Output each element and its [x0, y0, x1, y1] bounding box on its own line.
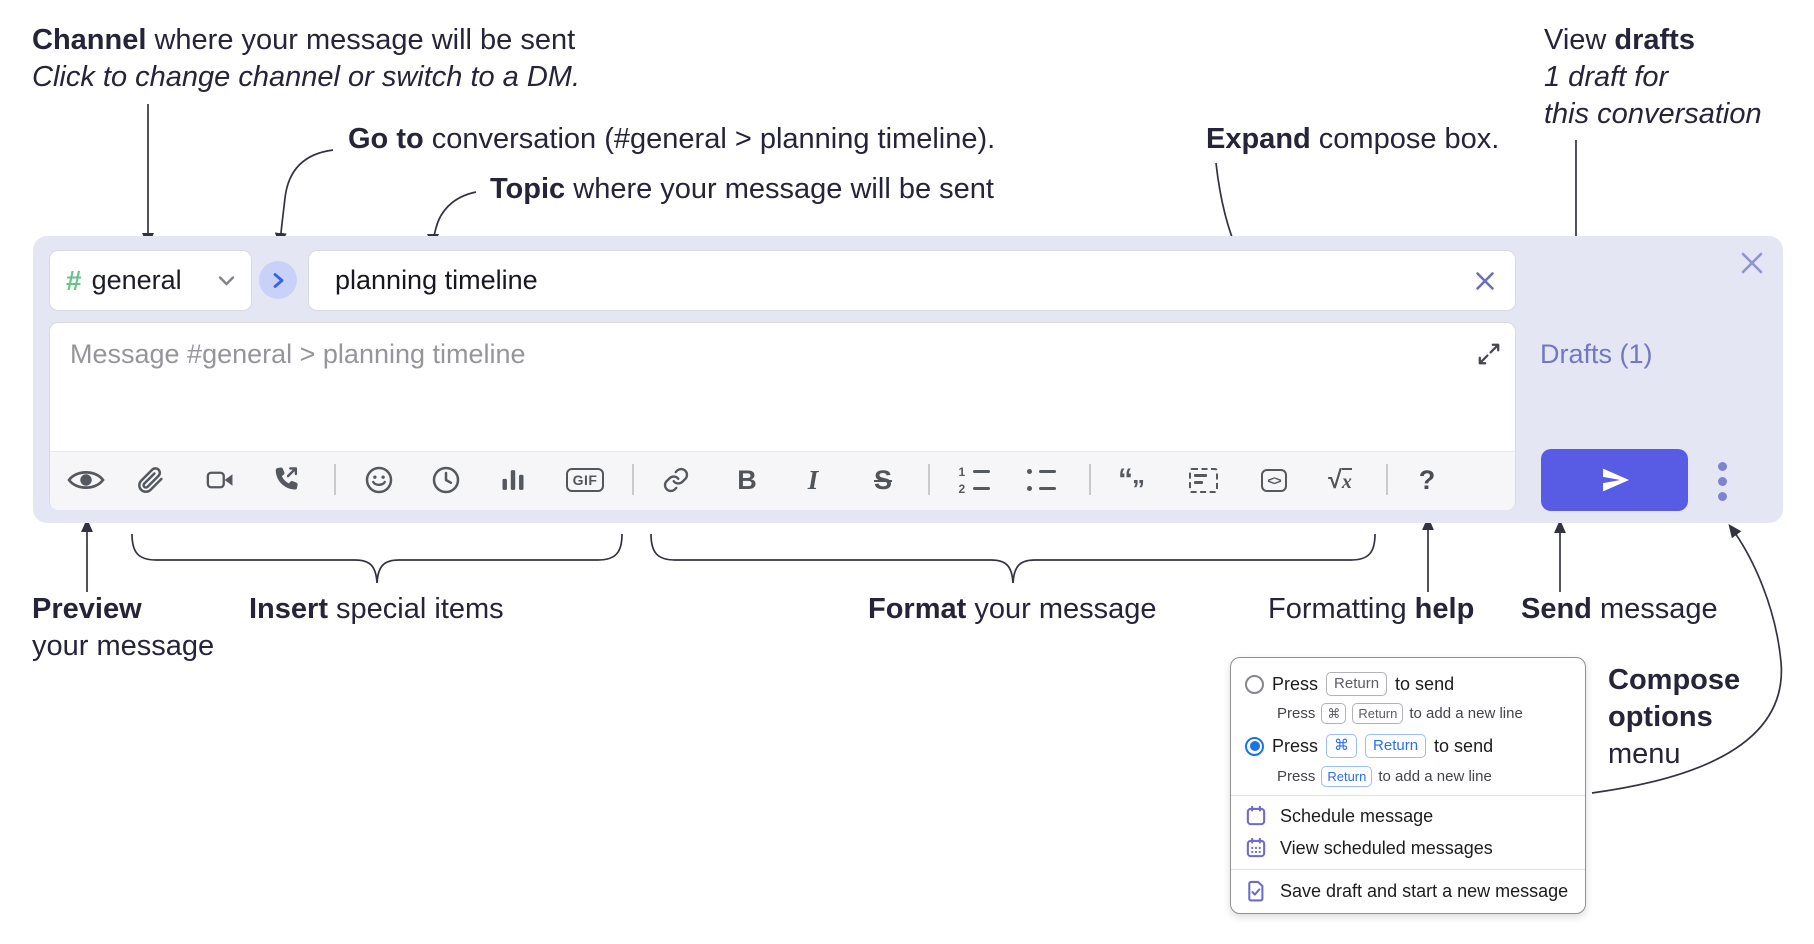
annotation-topic: Topic where your message will be sent: [490, 173, 994, 205]
draft-check-icon: [1248, 880, 1264, 902]
cmd-keycap: ⌘: [1321, 703, 1347, 724]
channel-name: general: [91, 265, 182, 295]
channel-selector[interactable]: # general: [49, 250, 252, 311]
inline-code-button[interactable]: <>: [1251, 457, 1297, 503]
formatting-toolbar: [50, 451, 1515, 510]
annotation-send: Send message: [1521, 593, 1718, 625]
cmd-return-to-send-hint: Press Return to add a new line: [1277, 766, 1492, 787]
video-clip-button[interactable]: [197, 457, 243, 503]
annotation-view-drafts: View drafts 1 draft for this conversatio…: [1544, 24, 1762, 130]
blockquote-button[interactable]: “ ”: [1112, 457, 1158, 505]
link-button[interactable]: [653, 457, 699, 503]
radio-unselected-icon[interactable]: [1245, 674, 1264, 694]
cmd-keycap: ⌘: [1326, 734, 1358, 758]
schedule-message-item[interactable]: Schedule message: [1245, 805, 1433, 827]
bar-chart-icon: [502, 470, 524, 490]
ordered-list-button[interactable]: 1 2: [951, 457, 997, 503]
kebab-dots-icon: [1717, 461, 1727, 471]
formula-button[interactable]: √x: [1317, 457, 1363, 503]
code-block-button[interactable]: [1180, 457, 1226, 503]
compose-options-menu: Press Return to send Press ⌘ Return to a…: [1230, 657, 1586, 914]
topic-input[interactable]: planning timeline: [308, 250, 1516, 311]
eye-icon: [67, 471, 105, 489]
clear-topic-icon[interactable]: [1473, 269, 1497, 293]
send-plane-icon: [1602, 468, 1629, 492]
formatting-help-button[interactable]: ?: [1404, 457, 1450, 503]
attach-file-button[interactable]: [128, 457, 174, 503]
paperclip-icon: [138, 467, 163, 493]
chevron-down-icon: [218, 275, 235, 285]
code-icon: <>: [1261, 468, 1287, 492]
smiley-icon: [365, 466, 393, 494]
format-brace: [650, 533, 1376, 584]
message-placeholder: Message #general > planning timeline: [70, 339, 526, 369]
link-icon: [663, 467, 689, 493]
quote-icon: “ ”: [1118, 463, 1145, 505]
question-mark-icon: ?: [1418, 464, 1436, 495]
toolbar-divider: [334, 464, 336, 495]
menu-divider: [1231, 869, 1585, 870]
bulleted-list-icon: [1025, 467, 1056, 494]
audio-clip-button[interactable]: [262, 457, 308, 503]
return-keycap: Return: [1365, 734, 1427, 758]
topic-value: planning timeline: [335, 265, 538, 295]
return-to-send-option[interactable]: Press Return to send: [1245, 672, 1454, 696]
preview-button[interactable]: [63, 457, 109, 503]
bold-button[interactable]: B: [724, 457, 770, 503]
strikethrough-button[interactable]: S: [860, 457, 906, 503]
italic-button[interactable]: I: [790, 457, 836, 503]
clock-icon: [432, 466, 460, 494]
radio-selected-icon[interactable]: [1245, 736, 1264, 756]
formula-icon: √x: [1328, 465, 1352, 494]
go-to-conversation-button[interactable]: [259, 261, 297, 299]
return-to-send-hint: Press ⌘ Return to add a new line: [1277, 703, 1523, 724]
toolbar-divider: [1386, 464, 1388, 495]
code-block-icon: [1188, 467, 1218, 493]
insert-brace: [131, 533, 623, 584]
poll-button[interactable]: [490, 457, 536, 503]
strikethrough-icon: S: [873, 464, 892, 495]
phone-call-icon: [275, 467, 298, 490]
return-keycap: Return: [1352, 703, 1404, 724]
annotation-goto: Go to conversation (#general > planning …: [348, 123, 996, 155]
bold-icon: B: [737, 464, 757, 495]
annotation-insert: Insert special items: [249, 593, 504, 625]
goto-leader: [274, 149, 334, 247]
toolbar-divider: [928, 464, 930, 495]
annotation-format: Format your message: [868, 593, 1157, 625]
annotation-formatting-help: Formatting help: [1268, 593, 1475, 625]
gif-icon: GIF: [565, 468, 605, 492]
save-draft-item[interactable]: Save draft and start a new message: [1245, 880, 1568, 902]
calendar-icon: [1246, 805, 1266, 826]
send-button[interactable]: [1541, 449, 1688, 511]
expand-compose-icon[interactable]: [1476, 341, 1502, 367]
video-camera-icon: [206, 471, 233, 489]
return-keycap: Return: [1321, 766, 1373, 787]
channel-hash-icon: #: [66, 264, 82, 296]
bulleted-list-button[interactable]: [1017, 457, 1063, 503]
recent-button[interactable]: [423, 457, 469, 503]
chevron-right-icon: [273, 272, 283, 288]
drafts-link[interactable]: Drafts (1): [1540, 339, 1653, 369]
annotation-compose-options: Compose options menu: [1608, 664, 1741, 770]
toolbar-divider: [1089, 464, 1091, 495]
return-keycap: Return: [1326, 672, 1388, 696]
menu-divider: [1231, 795, 1585, 796]
view-scheduled-messages-item[interactable]: View scheduled messages: [1245, 837, 1493, 859]
compose-options-button[interactable]: [1705, 456, 1739, 506]
annotation-expand: Expand compose box.: [1206, 123, 1500, 155]
annotation-channel: Channel where your message will be sent …: [32, 24, 581, 93]
gif-button[interactable]: GIF: [562, 457, 608, 503]
calendar-grid-icon: [1246, 837, 1266, 858]
cmd-return-to-send-option[interactable]: Press ⌘ Return to send: [1245, 734, 1493, 758]
emoji-button[interactable]: [356, 457, 402, 503]
annotation-preview: Preview your message: [32, 593, 215, 662]
italic-icon: I: [807, 464, 819, 495]
toolbar-divider: [632, 464, 634, 495]
close-compose-icon[interactable]: [1738, 249, 1766, 277]
ordered-list-icon: 1 2: [959, 466, 990, 495]
